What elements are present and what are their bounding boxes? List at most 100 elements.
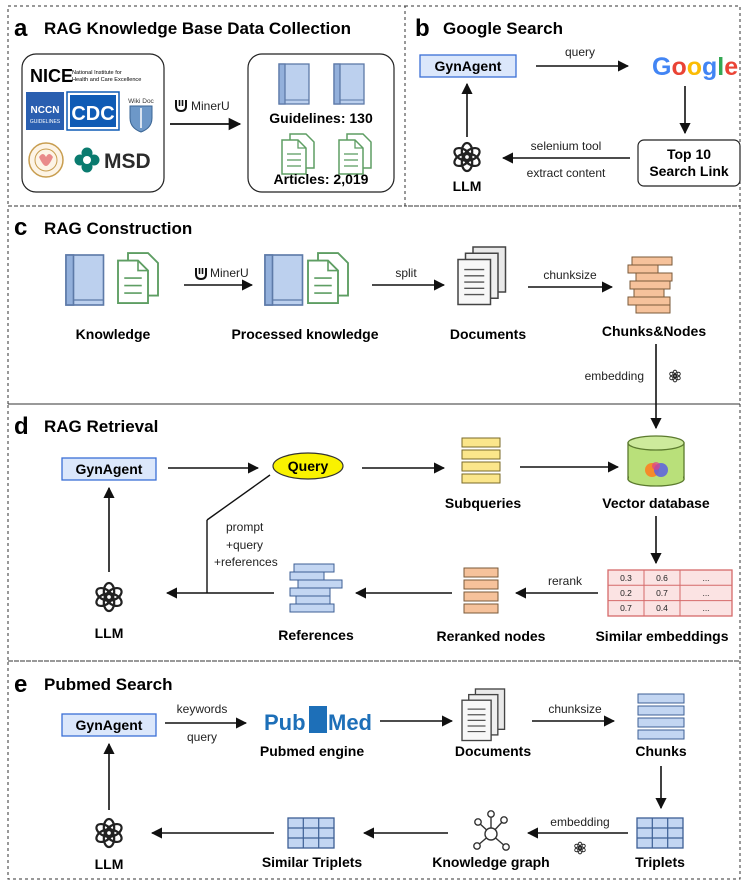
openai-small-icon <box>668 369 682 383</box>
gynagent-box-b <box>419 54 517 78</box>
matrix-cell: ... <box>702 588 709 598</box>
chunks-icon <box>637 693 685 740</box>
vector-db-label: Vector database <box>602 495 710 511</box>
knowledge-label: Knowledge <box>76 326 151 342</box>
similar-triplets-grid-icon <box>287 817 335 849</box>
panel-b: b Google Search GynAgent query Google To… <box>415 15 741 194</box>
pubmed-logo: Pub Med <box>264 706 372 735</box>
triplets-label: Triplets <box>635 854 685 870</box>
panel-c-letter: c <box>14 214 27 241</box>
matrix-cell: ... <box>702 573 709 583</box>
cdc-text: CDC <box>71 103 114 125</box>
similar-embeddings-label: Similar embeddings <box>595 628 728 644</box>
extract-label: extract content <box>527 166 606 180</box>
panel-b-title: Google Search <box>443 19 563 38</box>
prompt-connector-diag <box>206 474 271 521</box>
mineru-logo-icon <box>195 267 207 280</box>
embedding-label-c: embedding <box>585 369 644 383</box>
rerank-label: rerank <box>548 574 583 588</box>
split-label: split <box>395 266 417 280</box>
embedding-label-e: embedding <box>550 815 609 829</box>
pubmed-mark-icon <box>309 706 327 733</box>
guideline-book-icon <box>333 63 365 105</box>
gynagent-box-d <box>61 457 157 481</box>
pubmed-engine-label: Pubmed engine <box>260 743 364 759</box>
panel-b-letter: b <box>415 15 430 42</box>
google-logo: Google <box>652 53 738 81</box>
panel-d-title: RAG Retrieval <box>44 417 158 436</box>
google-letter: o <box>671 53 686 81</box>
openai-icon <box>451 141 483 173</box>
documents-icon <box>457 246 507 306</box>
top10-line2: Search Link <box>649 163 729 179</box>
google-letter: G <box>652 53 671 81</box>
panel-e: e Pubmed Search GynAgent keywords query … <box>14 671 687 872</box>
gynagent-box-e <box>61 713 157 737</box>
google-letter: g <box>702 53 717 81</box>
prompt-label: prompt <box>226 520 264 534</box>
panel-d: d RAG Retrieval GynAgent Query Subquerie… <box>14 413 733 644</box>
mineru-label-a: MinerU <box>191 99 230 113</box>
similar-triplets-label: Similar Triplets <box>262 854 363 870</box>
panel-a-frame <box>7 5 406 207</box>
matrix-cell: 0.2 <box>620 588 632 598</box>
guidelines-count: Guidelines: 130 <box>269 110 373 126</box>
vector-db-icon <box>627 435 685 487</box>
panel-a: a RAG Knowledge Base Data Collection NIC… <box>14 15 395 193</box>
articles-count: Articles: 2,019 <box>274 171 369 187</box>
plus-references-label: +references <box>214 555 278 569</box>
panel-e-title: Pubmed Search <box>44 675 173 694</box>
references-icon <box>289 563 343 613</box>
chunks-label: Chunks <box>635 743 687 759</box>
article-doc-icon <box>281 133 315 175</box>
query-ellipse <box>272 452 344 480</box>
nccn-line2: GUIDELINES <box>30 119 61 125</box>
nccn-logo <box>26 92 64 130</box>
panel-d-frame <box>7 403 741 662</box>
openai-icon <box>93 581 125 613</box>
llm-label-b: LLM <box>453 178 482 194</box>
gynagent-label-d: GynAgent <box>76 461 143 477</box>
subqueries-icon <box>461 437 501 484</box>
msd-text: MSD <box>104 150 151 173</box>
knowledge-book-icon <box>65 254 105 306</box>
llm-label-d: LLM <box>95 625 124 641</box>
pubmed-med: Med <box>328 710 372 735</box>
matrix-cell: 0.4 <box>656 603 668 613</box>
seal-logo-icon <box>28 142 64 178</box>
plus-query-label: +query <box>226 538 263 552</box>
nccn-line1: NCCN <box>31 105 60 116</box>
knowledge-doc-icon <box>117 252 159 304</box>
matrix-cell: 0.6 <box>656 573 668 583</box>
panel-frames <box>7 5 741 880</box>
panel-e-letter: e <box>14 671 27 698</box>
chunksize-label-c: chunksize <box>543 268 597 282</box>
matrix-cell: 0.7 <box>656 588 668 598</box>
mineru-label-c: MinerU <box>210 266 249 280</box>
keywords-label: keywords <box>177 702 228 716</box>
similar-embeddings-matrix: 0.3 0.6 ... 0.2 0.7 ... 0.7 0.4 ... <box>607 569 733 617</box>
matrix-cell: ... <box>702 603 709 613</box>
documents-icon <box>461 688 506 742</box>
chunks-nodes-icon <box>627 256 673 314</box>
matrix-cell: 0.3 <box>620 573 632 583</box>
nice-line1: National Institute for <box>72 70 122 76</box>
knowledge-graph-label: Knowledge graph <box>432 854 549 870</box>
panel-e-frame <box>7 660 741 880</box>
processed-book-icon <box>264 254 304 306</box>
panel-a-title: RAG Knowledge Base Data Collection <box>44 19 351 38</box>
selenium-label: selenium tool <box>531 139 602 153</box>
query-label-e: query <box>187 730 217 744</box>
llm-label-e: LLM <box>95 856 124 872</box>
chunksize-label-e: chunksize <box>548 702 602 716</box>
guideline-book-icon <box>278 63 310 105</box>
top10-box <box>637 139 741 187</box>
panel-d-letter: d <box>14 413 29 440</box>
google-letter: o <box>687 53 702 81</box>
triplets-grid-icon <box>636 817 684 849</box>
reranked-nodes-icon <box>463 567 499 614</box>
matrix-cell: 0.7 <box>620 603 632 613</box>
openai-small-icon <box>573 841 587 855</box>
wikidoc-label: Wiki Doc <box>128 98 154 105</box>
